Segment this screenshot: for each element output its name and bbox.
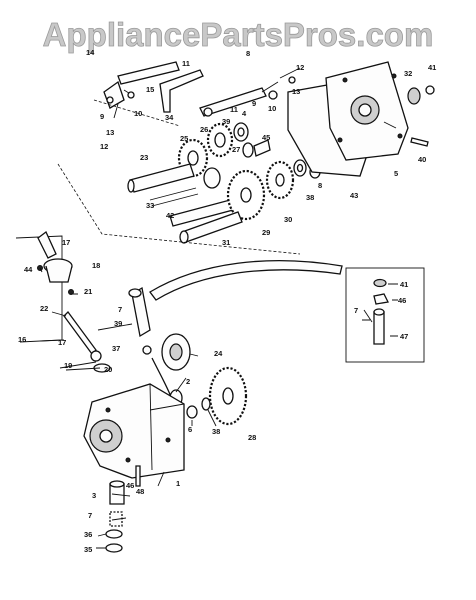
callout-7: 7: [118, 305, 122, 314]
callout-3: 3: [92, 491, 96, 500]
callout-22: 22: [40, 304, 48, 313]
callout-48: 48: [136, 487, 144, 496]
callout-7: 7: [354, 306, 358, 315]
callout-30: 30: [284, 215, 292, 224]
callout-29: 29: [262, 228, 270, 237]
callout-10: 10: [134, 109, 142, 118]
callout-39: 39: [222, 117, 230, 126]
callout-14: 14: [86, 48, 95, 57]
gear-cluster: [177, 122, 271, 189]
inset-detail: [345, 267, 425, 363]
callout-16: 16: [18, 335, 26, 344]
callout-25: 25: [180, 134, 188, 143]
callout-33: 33: [146, 201, 154, 210]
callout-28: 28: [248, 433, 256, 442]
upper-shaft: [199, 67, 301, 117]
seal: [407, 87, 421, 105]
callout-47: 47: [400, 332, 408, 341]
callout-44: 44: [24, 265, 33, 274]
callout-43: 43: [350, 191, 358, 200]
callout-34: 34: [165, 113, 174, 122]
callout-36: 36: [84, 530, 92, 539]
callout-12: 12: [296, 63, 304, 72]
callout-45: 45: [262, 133, 270, 142]
callout-35: 35: [84, 545, 92, 554]
callout-4: 4: [242, 109, 247, 118]
callout-17: 17: [62, 238, 70, 247]
callout-18: 18: [92, 261, 100, 270]
callout-13: 13: [106, 128, 114, 137]
callout-10: 10: [268, 104, 276, 113]
callout-26: 26: [200, 125, 208, 134]
callout-32: 32: [404, 69, 412, 78]
callout-39: 39: [114, 319, 122, 328]
callout-23: 23: [140, 153, 148, 162]
lever: [159, 69, 204, 113]
callout-46: 46: [126, 481, 134, 490]
callout-13: 13: [292, 87, 300, 96]
callout-5: 5: [394, 169, 398, 178]
callout-2: 2: [186, 377, 190, 386]
callout-27: 27: [232, 145, 240, 154]
leader-lines: [39, 267, 398, 549]
callout-6: 6: [188, 425, 192, 434]
nut: [425, 85, 435, 95]
callouts: 14 15 11 10 9 13 12 8 12 13 10 11 9 34 3…: [18, 48, 436, 554]
group-outline: [57, 99, 301, 255]
callout-8: 8: [246, 49, 250, 58]
callout-41: 41: [400, 280, 408, 289]
callout-9: 9: [252, 99, 256, 108]
callout-7: 7: [88, 511, 92, 520]
upper-assembly: [103, 61, 435, 244]
callout-9: 9: [100, 112, 104, 121]
callout-38: 38: [306, 193, 314, 202]
large-gears: [226, 159, 321, 221]
callout-41: 41: [428, 63, 436, 72]
watermark: AppliancePartsPros.com: [43, 16, 434, 53]
shift-rod: [103, 61, 180, 119]
callout-12: 12: [100, 142, 108, 151]
callout-31: 31: [222, 238, 230, 247]
callout-1: 1: [176, 479, 180, 488]
callout-17: 17: [58, 338, 66, 347]
callout-37: 37: [112, 344, 120, 353]
case-cover: [287, 61, 409, 177]
callout-24: 24: [214, 349, 223, 358]
callout-8: 8: [318, 181, 322, 190]
callout-11: 11: [230, 105, 238, 114]
callout-42: 42: [166, 211, 174, 220]
callout-11: 11: [182, 59, 190, 68]
callout-38: 38: [212, 427, 220, 436]
callout-40: 40: [418, 155, 426, 164]
callout-21: 21: [84, 287, 92, 296]
callout-15: 15: [146, 85, 154, 94]
callout-46: 46: [398, 296, 406, 305]
shift-handle-assembly: [15, 230, 111, 373]
bolt: [410, 137, 429, 147]
callout-20: 20: [104, 365, 112, 374]
lower-assembly: [83, 260, 343, 553]
callout-19: 19: [64, 361, 72, 370]
